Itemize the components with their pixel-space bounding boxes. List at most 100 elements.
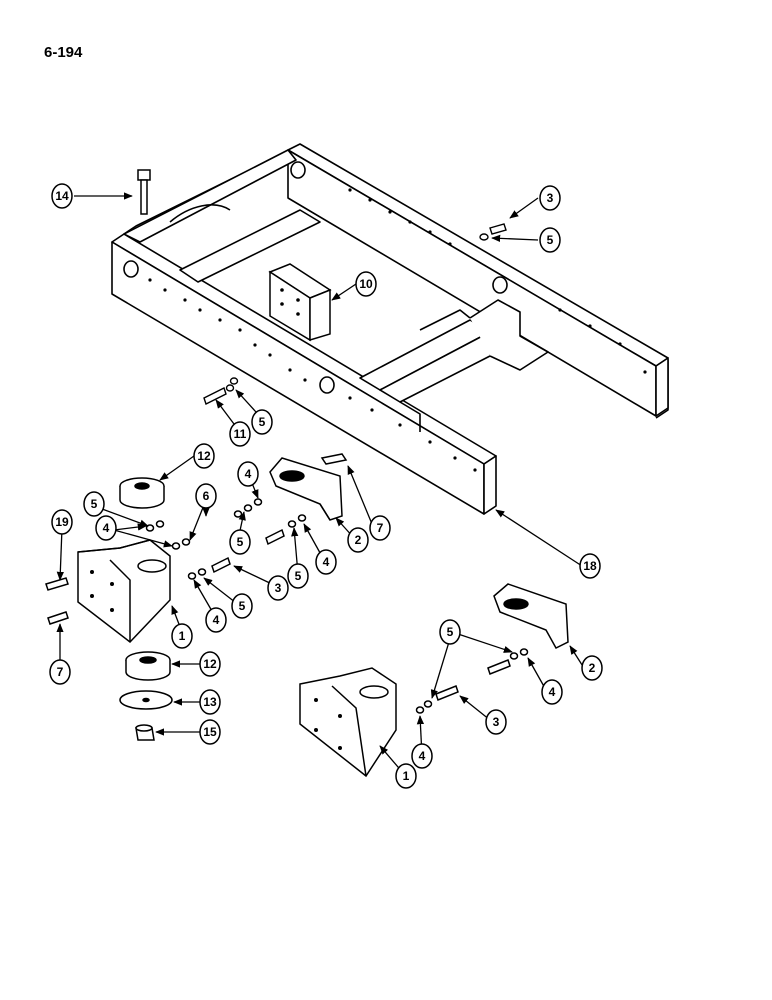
upper-left-mount [45,477,263,644]
lower-right-mount [299,583,569,778]
callout-label: 4 [245,467,252,481]
callout-circle [195,483,217,509]
callout-4: 4 [205,607,227,633]
callout-2: 2 [581,655,603,681]
callout-4: 4 [541,679,563,705]
callout-circle [369,515,391,541]
callout-label: 3 [493,715,500,729]
callout-label: 5 [547,233,554,247]
callout-circle [171,623,193,649]
callout-circle [193,443,215,469]
callout-circle [579,553,601,579]
callout-circle [287,563,309,589]
callout-label: 3 [547,191,554,205]
callout-1: 1 [171,623,193,649]
callout-label: 12 [197,449,211,463]
callout-label: 4 [419,749,426,763]
callout-circle [267,575,289,601]
callout-circle [199,689,221,715]
callout-7: 7 [369,515,391,541]
callout-circle [237,461,259,487]
callout-circle [51,183,73,209]
callout-5: 5 [539,227,561,253]
callout-4: 4 [237,461,259,487]
callout-circle [395,763,417,789]
callout-circle [347,527,369,553]
callout-label: 4 [549,685,556,699]
part-10-plate [268,263,332,342]
callout-label: 4 [103,521,110,535]
callout-15: 15 [199,719,221,745]
callout-4: 4 [315,549,337,575]
callout-5: 5 [439,619,461,645]
callout-label: 10 [359,277,373,291]
callout-5: 5 [287,563,309,589]
callout-label: 13 [203,695,217,709]
upper-mount-part-2 [265,453,348,546]
lower-left-parts [119,651,173,741]
callout-6: 6 [195,483,217,509]
callout-label: 19 [55,515,69,529]
callout-label: 6 [203,489,210,503]
callout-label: 2 [589,661,596,675]
callout-5: 5 [231,593,253,619]
callout-circle [539,185,561,211]
callout-3: 3 [267,575,289,601]
callout-circle [541,679,563,705]
callout-4: 4 [95,515,117,541]
callout-circle [251,409,273,435]
callout-label: 7 [377,521,384,535]
callout-label: 2 [355,533,362,547]
callout-circle [95,515,117,541]
callout-13: 13 [199,689,221,715]
callout-5: 5 [229,529,251,555]
callout-circle [199,719,221,745]
callout-label: 5 [237,535,244,549]
callout-3: 3 [485,709,507,735]
callout-circle [205,607,227,633]
callout-label: 5 [447,625,454,639]
callout-label: 4 [323,555,330,569]
callout-label: 1 [179,629,186,643]
part-14-bolt [137,169,151,215]
callout-label: 5 [295,569,302,583]
callout-18: 18 [579,553,601,579]
callout-label: 5 [259,415,266,429]
callout-label: 18 [583,559,597,573]
callout-circle [355,271,377,297]
callout-1: 1 [395,763,417,789]
callout-label: 14 [55,189,69,203]
callout-label: 15 [203,725,217,739]
callout-circle [539,227,561,253]
callout-12: 12 [199,651,221,677]
callout-7: 7 [49,659,71,685]
callout-label: 4 [213,613,220,627]
callout-circle [411,743,433,769]
callout-label: 11 [234,427,247,441]
callout-circle [229,529,251,555]
callout-19: 19 [51,509,73,535]
callout-4: 4 [411,743,433,769]
callout-label: 5 [91,497,98,511]
callout-12: 12 [193,443,215,469]
callout-5: 5 [83,491,105,517]
callout-14: 14 [51,183,73,209]
callout-circle [485,709,507,735]
page-number: 6-194 [44,44,83,61]
callout-circle [581,655,603,681]
callout-label: 3 [275,581,282,595]
callout-circle [439,619,461,645]
top-right-bolt [479,223,507,241]
callout-circle [83,491,105,517]
callout-10: 10 [355,271,377,297]
callout-circle [231,593,253,619]
callout-11: 11 [229,421,251,447]
callout-circle [315,549,337,575]
callout-circle [49,659,71,685]
callout-label: 1 [403,769,410,783]
callout-label: 5 [239,599,246,613]
callout-circle [51,509,73,535]
callout-label: 7 [57,665,64,679]
